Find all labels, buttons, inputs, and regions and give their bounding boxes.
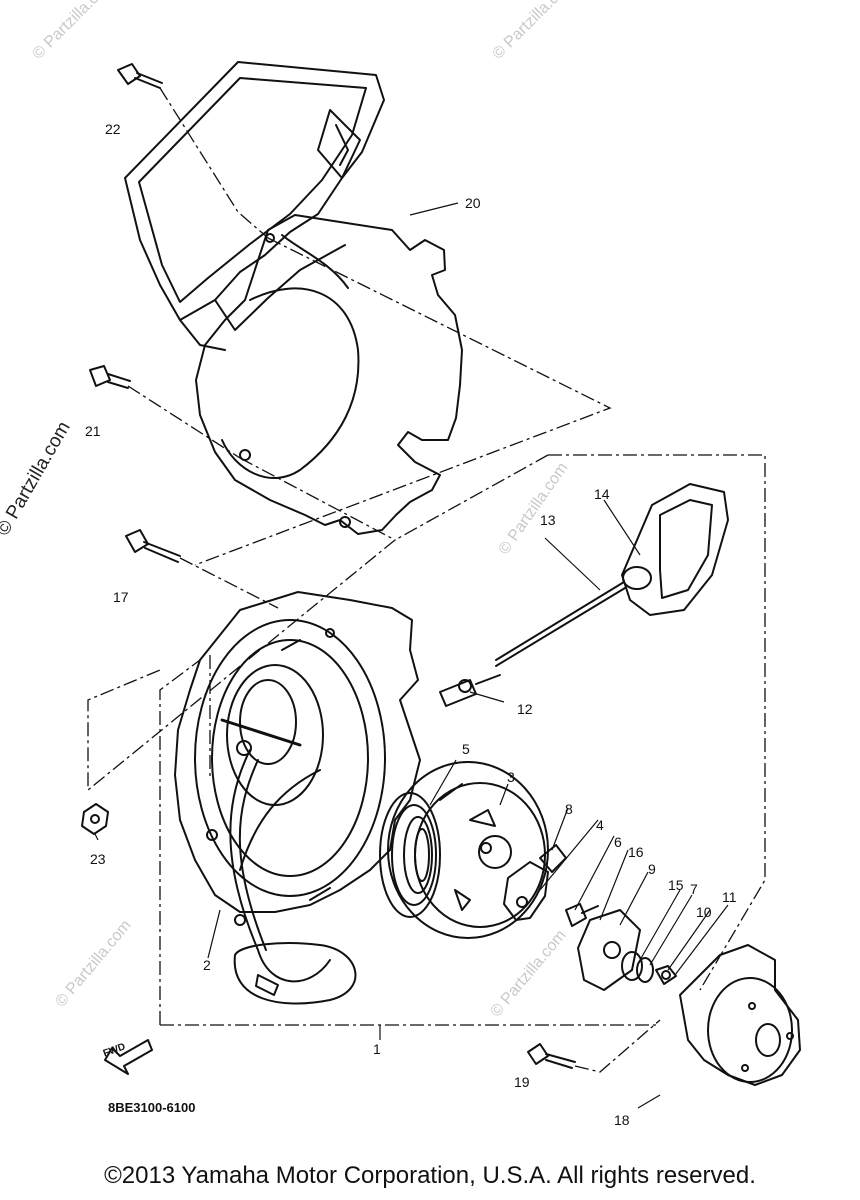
- callout-4: 4: [596, 817, 604, 833]
- callout-9: 9: [648, 861, 656, 877]
- callout-1: 1: [373, 1041, 381, 1057]
- fwd-arrow-icon: [104, 1039, 153, 1075]
- rope-part-13: [495, 581, 626, 667]
- sheave-drum-part-3: [387, 761, 549, 939]
- bolt-part-22: [117, 63, 163, 89]
- callout-20: 20: [465, 195, 481, 211]
- nut-part-23: [81, 803, 109, 835]
- rope-guide-part-12: [439, 674, 501, 707]
- washers-part-15-7-10-11: [621, 951, 677, 985]
- copyright-notice: ©2013 Yamaha Motor Corporation, U.S.A. A…: [104, 1162, 756, 1189]
- callout-15: 15: [668, 877, 684, 893]
- callout-13: 13: [540, 512, 556, 528]
- callout-2: 2: [203, 957, 211, 973]
- callout-18: 18: [614, 1112, 630, 1128]
- callout-14: 14: [594, 486, 610, 502]
- spiral-spring-part-5: [379, 783, 463, 918]
- callout-11: 11: [722, 889, 737, 905]
- drawing-code: 8BE3100-6100: [108, 1100, 196, 1115]
- callout-6: 6: [614, 834, 622, 850]
- leader-lines: [94, 202, 729, 1109]
- friction-plate-part-9: [577, 909, 641, 991]
- handle-part-14: [621, 483, 729, 616]
- starter-case-part-2: [174, 591, 421, 1005]
- callout-12: 12: [517, 701, 533, 717]
- pawl-part-4: [503, 861, 549, 921]
- callout-19: 19: [514, 1074, 530, 1090]
- callout-21: 21: [85, 423, 101, 439]
- callout-5: 5: [462, 741, 470, 757]
- callout-10: 10: [696, 904, 712, 920]
- callout-22: 22: [105, 121, 121, 137]
- bolt-part-6: [565, 903, 599, 927]
- callout-23: 23: [90, 851, 106, 867]
- callout-17: 17: [113, 589, 129, 605]
- pulley-part-18: [679, 944, 801, 1086]
- assembly-lines: [87, 87, 766, 1073]
- callout-3: 3: [507, 769, 515, 785]
- callout-16: 16: [628, 844, 644, 860]
- bolt-part-17: [125, 529, 181, 563]
- bolt-part-21: [89, 365, 131, 389]
- callout-8: 8: [565, 801, 573, 817]
- callout-7: 7: [690, 881, 698, 897]
- fan-cover-part-20: [124, 61, 463, 535]
- bolt-part-19: [527, 1043, 576, 1069]
